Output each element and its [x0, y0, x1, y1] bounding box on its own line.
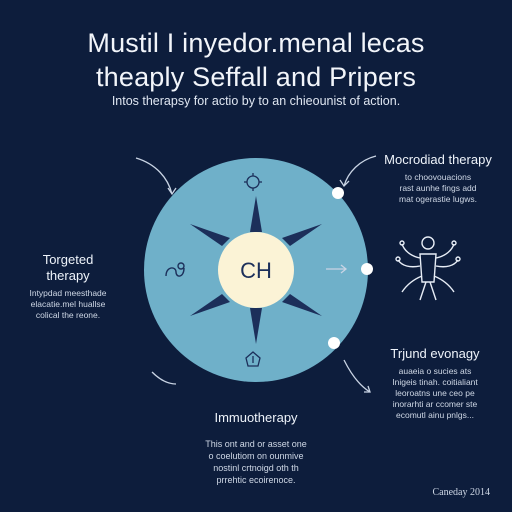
diagram-title-line-2: theaply Seffall and Pripers — [95, 62, 417, 92]
text-line: auaeia o sucies ats — [398, 366, 472, 376]
spike-upper-right — [282, 224, 322, 246]
text-line: leoroatns une ceo pe — [395, 388, 475, 398]
molecular-therapy-text: to choovouacions rast aunhe fings add ma… — [378, 172, 498, 205]
spike-lower-left — [190, 294, 230, 316]
text-line: prrehtic ecoirenoce. — [216, 475, 296, 485]
spike-upper-left — [190, 224, 230, 246]
diagram-title-line-1: Mustil I inyedor.menal lecas — [87, 28, 425, 58]
arrow-top-left — [135, 157, 173, 195]
person-neural-icon — [395, 236, 461, 301]
arrow-bottom-right — [343, 359, 371, 393]
targeted-therapy-title-line-1: Torgeted — [42, 252, 94, 267]
label-immunotherapy: Immuotherapy This ont and or asset one o… — [176, 410, 336, 486]
virus-icon — [244, 173, 262, 191]
dna-icon — [165, 262, 185, 277]
targeted-therapy-title-line-2: therapy — [46, 268, 90, 283]
immunotherapy-title: Immuotherapy — [214, 410, 298, 425]
connector-arrows — [135, 155, 377, 393]
center-spikes — [190, 196, 322, 344]
text-line: to choovouacions — [404, 172, 472, 182]
text-line: elacatie.mel huallse — [30, 299, 106, 309]
text-line: colical the reone. — [35, 310, 101, 320]
center-node — [218, 232, 294, 308]
trial-therapy-text: auaeia o sucies ats Inigeis tinah. coiti… — [372, 366, 498, 421]
targeted-therapy-text: Intypdad meesthade elacatie.mel huallse … — [14, 288, 122, 321]
spike-up — [250, 196, 262, 232]
spike-lower-right — [282, 294, 322, 316]
arrow-top-right — [343, 155, 377, 187]
label-targeted-therapy: Torgeted therapy Intypdad meesthade elac… — [14, 252, 122, 321]
text-line: nostinl crtnoigd oth th — [213, 463, 299, 473]
text-line: inorarhti ar ccomer ste — [392, 399, 478, 409]
spike-down — [250, 308, 262, 344]
text-line: Inigeis tinah. coitialiant — [392, 377, 478, 387]
text-line: This ont and or asset one — [205, 439, 307, 449]
molecular-therapy-title: Mocrodiad therapy — [384, 152, 492, 167]
text-line: Intypdad meesthade — [29, 288, 107, 298]
text-line: mat ogerastie lugws. — [399, 194, 477, 204]
rim-dot-top — [332, 187, 344, 199]
rim-dot-bottom — [328, 337, 340, 349]
text-line: rast aunhe fings add — [399, 183, 477, 193]
cell-icon — [245, 351, 261, 367]
text-line: ecomutl ainu pnlgs... — [396, 410, 474, 420]
text-line: o coelutiom on ounmive — [208, 451, 304, 461]
arrow-bottom-left — [151, 371, 177, 385]
center-label: CH — [240, 258, 272, 283]
diagram-subtitle: Intos therapsy for actio by to an chieou… — [111, 94, 401, 108]
immunotherapy-text: This ont and or asset one o coelutiom on… — [176, 438, 336, 486]
trial-therapy-title: Trjund evonagy — [390, 346, 480, 361]
label-molecular-therapy: Mocrodiad therapy to choovouacions rast … — [378, 152, 498, 205]
label-trial-therapy: Trjund evonagy auaeia o sucies ats Inige… — [372, 346, 498, 421]
footer-credit: Caneday 2014 — [432, 487, 491, 498]
rim-dot-right — [361, 263, 373, 275]
